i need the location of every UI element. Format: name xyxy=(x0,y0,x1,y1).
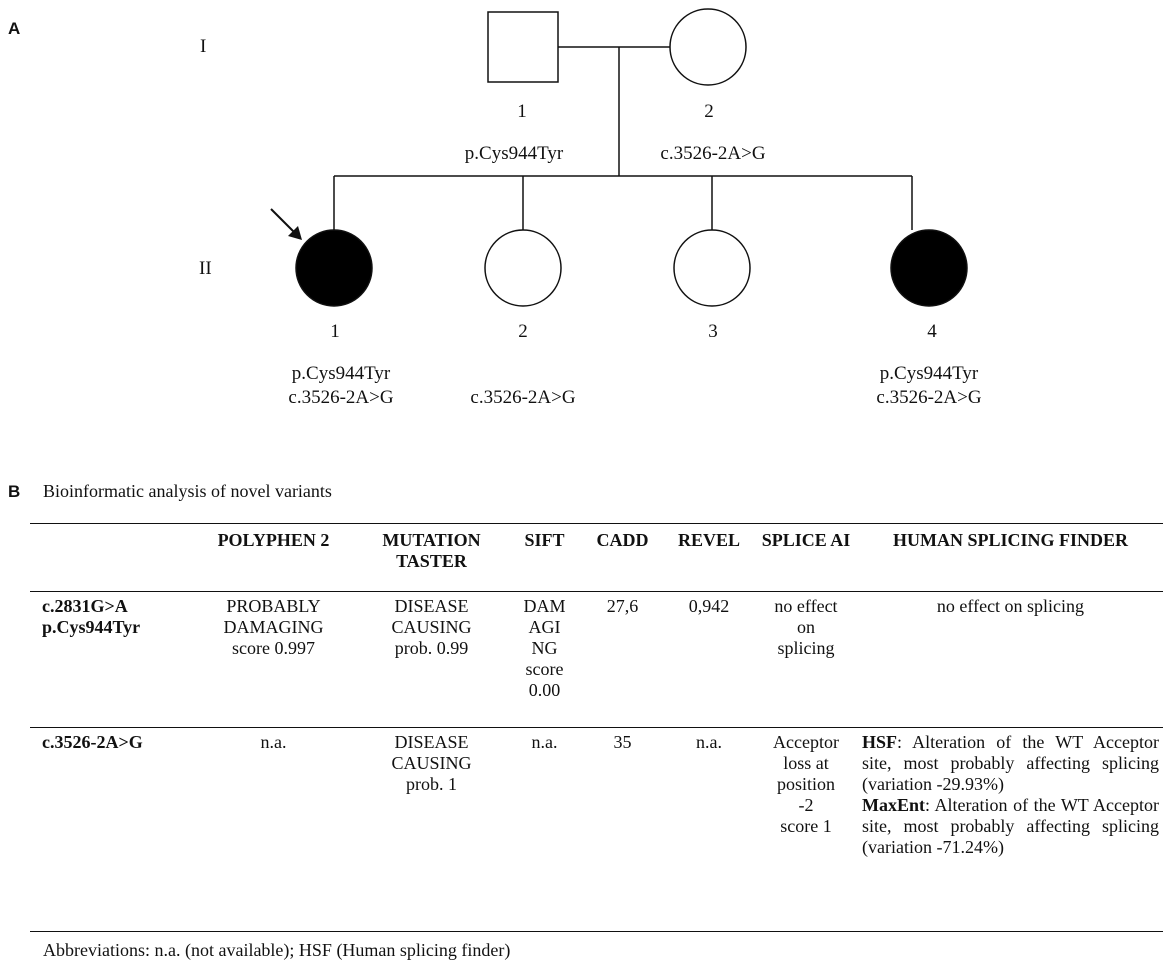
table-title: Bioinformatic analysis of novel variants xyxy=(43,481,332,501)
pedigree-male-I-1 xyxy=(487,11,559,83)
proband-arrow-icon xyxy=(270,208,302,240)
hsf-cell: HSF: Alteration of the WT Acceptor site,… xyxy=(858,728,1163,932)
hsf-entry: HSF: Alteration of the WT Acceptor site,… xyxy=(862,732,1159,794)
splice-ai-cell: Acceptor loss at position -2 score 1 xyxy=(773,732,839,836)
panel-a-letter: A xyxy=(8,19,20,38)
genotype-II-2: c.3526-2A>G xyxy=(470,387,575,408)
genotype-II-1-b: c.3526-2A>G xyxy=(288,387,393,408)
abbreviations-footnote: Abbreviations: n.a. (not available); HSF… xyxy=(43,940,511,960)
table-header-row: POLYPHEN 2 MUTATION TASTER SIFT CADD REV… xyxy=(30,523,1163,592)
revel-cell: 0,942 xyxy=(688,596,730,616)
header-sift: SIFT xyxy=(524,530,565,550)
cadd-cell: 35 xyxy=(613,732,632,752)
table-row: c.2831G>A p.Cys944Tyr PROBABLY DAMAGING … xyxy=(30,592,1163,728)
sift-cell: n.a. xyxy=(531,732,558,752)
header-polyphen: POLYPHEN 2 xyxy=(217,530,330,550)
hsf-cell: no effect on splicing xyxy=(936,596,1085,616)
revel-cell: n.a. xyxy=(696,732,722,752)
cadd-cell: 27,6 xyxy=(606,596,639,616)
individual-id-II-2: 2 xyxy=(518,321,528,342)
sift-cell: DAM AGI NG score 0.00 xyxy=(523,596,566,700)
header-cadd: CADD xyxy=(596,530,649,550)
individual-id-I-2: 2 xyxy=(704,101,714,122)
pedigree-female-II-2 xyxy=(484,229,562,307)
polyphen-cell: PROBABLY DAMAGING score 0.997 xyxy=(223,596,324,658)
variant-cell: c.3526-2A>G xyxy=(42,732,143,752)
genotype-II-4-a: p.Cys944Tyr xyxy=(880,363,979,384)
pedigree-diagram: A I II 1 2 p.Cys944Tyr c.3526-2A>G 1 2 3… xyxy=(8,8,982,408)
pedigree-female-affected-II-1 xyxy=(295,229,373,307)
individual-id-II-1: 1 xyxy=(330,321,340,342)
mutation-taster-cell: DISEASE CAUSING prob. 0.99 xyxy=(391,596,472,658)
variant-cell: c.2831G>A p.Cys944Tyr xyxy=(42,596,141,637)
genotype-I-1: p.Cys944Tyr xyxy=(465,143,564,164)
header-hsf: HUMAN SPLICING FINDER xyxy=(892,530,1128,550)
maxent-entry: MaxEnt: Alteration of the WT Acceptor si… xyxy=(862,795,1159,857)
mutation-taster-cell: DISEASE CAUSING prob. 1 xyxy=(391,732,472,794)
pedigree-female-I-2 xyxy=(669,8,747,86)
generation-label-2: II xyxy=(199,258,212,279)
individual-id-II-4: 4 xyxy=(927,321,937,342)
pedigree-female-affected-II-4 xyxy=(890,229,968,307)
header-revel: REVEL xyxy=(677,530,740,550)
header-splice-ai: SPLICE AI xyxy=(761,530,851,550)
individual-id-II-3: 3 xyxy=(708,321,718,342)
header-mutation-taster: MUTATION TASTER xyxy=(382,530,481,571)
genotype-I-2: c.3526-2A>G xyxy=(660,143,765,164)
genotype-II-1-a: p.Cys944Tyr xyxy=(292,363,391,384)
polyphen-cell: n.a. xyxy=(260,732,287,752)
genotype-II-4-b: c.3526-2A>G xyxy=(876,387,981,408)
header-variant xyxy=(30,524,192,592)
bioinformatic-table: POLYPHEN 2 MUTATION TASTER SIFT CADD REV… xyxy=(30,523,1163,932)
splice-ai-cell: no effect on splicing xyxy=(774,596,838,658)
table-row: c.3526-2A>G n.a. DISEASE CAUSING prob. 1… xyxy=(30,728,1163,932)
panel-b-letter: B xyxy=(8,482,21,501)
pedigree-female-II-3 xyxy=(673,229,751,307)
individual-id-I-1: 1 xyxy=(517,101,527,122)
generation-label-1: I xyxy=(200,36,206,57)
